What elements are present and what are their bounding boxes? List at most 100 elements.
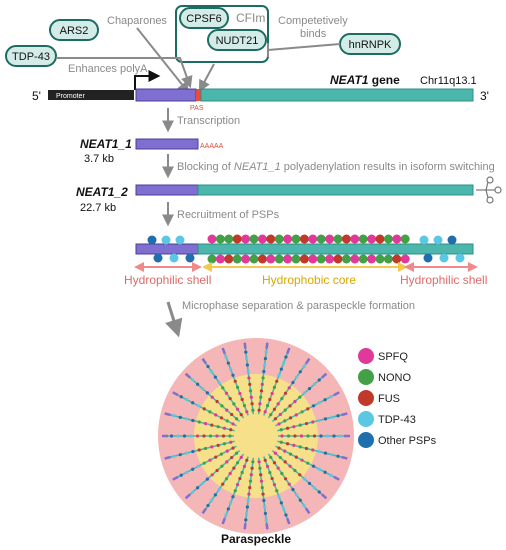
spoke-psp: [242, 464, 247, 468]
spoke-psp: [293, 399, 297, 404]
psp-dot: [274, 234, 284, 244]
spoke-psp: [317, 490, 321, 494]
spoke-psp: [275, 489, 279, 493]
spoke-psp: [220, 464, 224, 468]
legend-swatch: [358, 390, 374, 406]
psp-dot: [433, 235, 443, 245]
spoke-psp: [291, 380, 295, 385]
psp-dot: [358, 254, 368, 264]
spoke-psp: [283, 419, 287, 423]
spoke-psp: [246, 498, 250, 503]
psp-dot: [333, 234, 343, 244]
spoke-segment: [164, 455, 171, 460]
spoke-psp: [311, 448, 315, 452]
pas-site: [196, 89, 201, 101]
spoke-psp: [259, 473, 263, 477]
spoke-psp: [298, 445, 302, 449]
spoke-psp: [240, 470, 244, 475]
neat1-spoke: [263, 456, 291, 525]
spoke-psp: [263, 410, 267, 414]
spoke-psp: [231, 373, 235, 377]
spoke-psp: [276, 466, 280, 470]
spoke-psp: [259, 479, 264, 483]
spoke-psp: [279, 367, 283, 371]
spoke-psp: [317, 449, 321, 454]
spoke-psp: [208, 410, 212, 414]
spoke-psp: [283, 460, 287, 464]
psp-dot: [325, 254, 335, 264]
neat1-1-exon: [135, 88, 197, 102]
spoke-psp: [304, 421, 309, 426]
spoke-psp: [288, 416, 293, 420]
spoke-psp: [248, 486, 252, 490]
spoke-psp: [206, 364, 210, 369]
tdp43-label: TDP-43: [12, 51, 50, 63]
neat1-spoke: [277, 440, 348, 460]
psp-dot: [447, 235, 457, 245]
legend-label: Other PSPs: [378, 435, 437, 447]
psp-dot: [283, 234, 293, 244]
spoke-psp: [251, 408, 255, 412]
psp-dot: [400, 254, 410, 264]
spoke-psp: [249, 473, 253, 477]
neat1-2-transcript: [197, 184, 474, 196]
neat1-spoke: [275, 391, 340, 427]
spoke-psp: [210, 473, 214, 477]
spoke-psp: [226, 361, 230, 365]
psp-dot: [299, 254, 309, 264]
neat1-spoke: [243, 342, 255, 415]
spoke-psp: [224, 477, 229, 481]
psp-dot: [316, 234, 326, 244]
psp-dot: [291, 254, 301, 264]
competitively-binds-label: Competetively binds: [278, 15, 351, 40]
tdp43-arrow: [56, 57, 193, 89]
bound-5p-segment: [135, 243, 199, 255]
spoke-psp: [221, 482, 225, 486]
spoke-psp: [265, 464, 270, 468]
spoke-psp: [286, 434, 291, 438]
spoke-psp: [228, 434, 232, 438]
spoke-psp: [210, 445, 214, 449]
spoke-psp: [272, 483, 277, 487]
psp-dots: [147, 234, 465, 264]
spoke-psp: [228, 471, 232, 476]
spoke-psp: [323, 417, 328, 421]
psp-dot: [257, 254, 267, 264]
spoke-psp: [332, 434, 336, 438]
promoter-label: Promoter: [56, 93, 85, 100]
spoke-psp: [169, 434, 174, 438]
spoke-psp: [219, 416, 224, 420]
spoke-psp: [317, 418, 321, 423]
spoke-psp: [260, 486, 264, 490]
neat1-spoke: [257, 457, 269, 530]
spoke-psp: [307, 481, 312, 486]
psp-dot: [367, 254, 377, 264]
spoke-psp: [191, 378, 195, 382]
spoke-segment: [321, 372, 328, 379]
spoke-psp: [185, 398, 189, 402]
spoke-psp: [224, 513, 228, 517]
spoke-psp: [263, 363, 267, 367]
neat1-spoke: [271, 372, 328, 423]
spoke-psp: [225, 460, 229, 464]
spoke-psp: [232, 466, 236, 470]
spoke-psp: [285, 442, 290, 446]
spoke-psp: [278, 412, 282, 417]
spoke-psp: [196, 464, 201, 468]
spoke-psp: [293, 468, 297, 473]
spoke-psp: [240, 397, 244, 402]
three-prime-label: 3': [480, 89, 489, 103]
promoter-block: [48, 90, 134, 100]
neat1-1-size: 3.7 kb: [84, 153, 114, 165]
switching-label: Blocking of NEAT1_1 polyadenylation resu…: [177, 161, 495, 173]
spoke-psp: [225, 419, 229, 423]
neat1-spoke: [263, 347, 291, 416]
spoke-psp: [244, 350, 248, 354]
spoke-psp: [238, 476, 242, 481]
spoke-segment: [265, 342, 269, 349]
psp-dot: [207, 254, 217, 264]
neat1-spoke: [221, 347, 249, 416]
psp-dot: [291, 234, 301, 244]
spoke-segment: [243, 342, 247, 349]
spoke-psp: [245, 363, 249, 367]
